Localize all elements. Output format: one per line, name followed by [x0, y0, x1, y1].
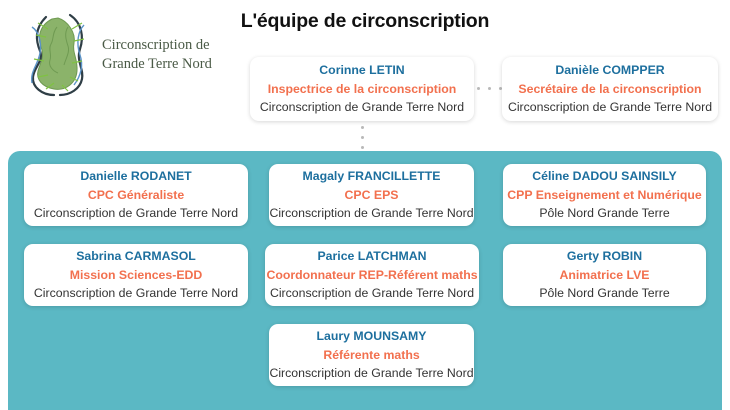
- person-name: Céline DADOU SAINSILY: [532, 169, 677, 184]
- person-card-letin[interactable]: Corinne LETIN Inspectrice de la circonsc…: [250, 57, 474, 121]
- person-role: Secrétaire de la circonscription: [518, 81, 702, 96]
- person-role: Inspectrice de la circonscription: [267, 81, 457, 96]
- person-role: Mission Sciences-EDD: [69, 267, 203, 282]
- logo-text-line1: Circonscription de: [102, 36, 210, 53]
- logo-text: Circonscription de Grande Terre Nord: [102, 36, 212, 74]
- person-role: CPP Enseignement et Numérique: [507, 187, 702, 202]
- person-role: Animatrice LVE: [559, 267, 650, 282]
- person-name: Laury MOUNSAMY: [316, 329, 427, 344]
- person-place: Circonscription de Grande Terre Nord: [269, 286, 475, 301]
- connector-dots-vertical: [361, 126, 364, 149]
- person-card-mounsamy[interactable]: Laury MOUNSAMY Référente maths Circonscr…: [269, 324, 474, 386]
- person-card-compper[interactable]: Danièle COMPPER Secrétaire de la circons…: [502, 57, 718, 121]
- person-role: CPC Généraliste: [87, 187, 185, 202]
- person-place: Circonscription de Grande Terre Nord: [269, 366, 474, 381]
- connector-dot: [361, 136, 364, 139]
- connector-dot: [499, 87, 502, 90]
- person-role: CPC EPS: [344, 187, 399, 202]
- person-card-francillette[interactable]: Magaly FRANCILLETTE CPC EPS Circonscript…: [269, 164, 474, 226]
- person-name: Magaly FRANCILLETTE: [302, 169, 441, 184]
- person-name: Corinne LETIN: [319, 63, 405, 78]
- connector-dot: [477, 87, 480, 90]
- person-card-latchman[interactable]: Parice LATCHMAN Coordonnateur REP-Référe…: [265, 244, 479, 306]
- page-title: L'équipe de circonscription: [240, 10, 490, 32]
- person-place: Circonscription de Grande Terre Nord: [33, 286, 239, 301]
- connector-dot: [361, 126, 364, 129]
- logo-text-line2: Grande Terre Nord: [102, 56, 212, 72]
- person-name: Danielle RODANET: [80, 169, 192, 184]
- person-name: Danièle COMPPER: [555, 63, 665, 78]
- person-place: Circonscription de Grande Terre Nord: [269, 206, 474, 221]
- person-place: Circonscription de Grande Terre Nord: [259, 100, 465, 115]
- person-place: Pôle Nord Grande Terre: [539, 206, 670, 221]
- person-card-carmasol[interactable]: Sabrina CARMASOL Mission Sciences-EDD Ci…: [24, 244, 248, 306]
- person-card-rodanet[interactable]: Danielle RODANET CPC Généraliste Circons…: [24, 164, 248, 226]
- person-name: Sabrina CARMASOL: [76, 249, 196, 264]
- person-role: Référente maths: [323, 347, 420, 362]
- connector-dot: [488, 87, 491, 90]
- person-card-robin[interactable]: Gerty ROBIN Animatrice LVE Pôle Nord Gra…: [503, 244, 706, 306]
- person-place: Pôle Nord Grande Terre: [539, 286, 670, 301]
- team-panel: Danielle RODANET CPC Généraliste Circons…: [8, 151, 722, 410]
- person-role: Coordonnateur REP-Référent maths: [266, 267, 478, 282]
- person-place: Circonscription de Grande Terre Nord: [33, 206, 239, 221]
- grande-terre-island-icon: [24, 13, 94, 97]
- person-place: Circonscription de Grande Terre Nord: [507, 100, 713, 115]
- logo-block: Circonscription de Grande Terre Nord: [24, 12, 224, 98]
- person-name: Gerty ROBIN: [566, 249, 643, 264]
- person-card-dadou-sainsily[interactable]: Céline DADOU SAINSILY CPP Enseignement e…: [503, 164, 706, 226]
- person-name: Parice LATCHMAN: [317, 249, 427, 264]
- connector-dot: [361, 146, 364, 149]
